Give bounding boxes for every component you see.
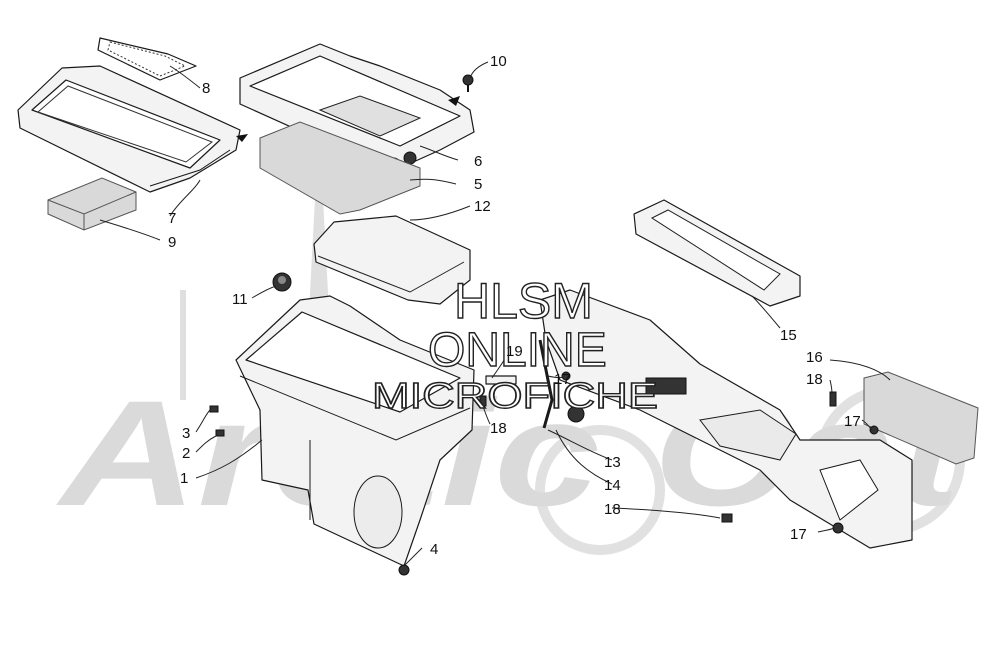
watermark-line-3: MICROFICHE xyxy=(372,375,658,416)
arrow-icon-right xyxy=(448,96,460,106)
part-4-plug xyxy=(398,564,410,576)
callout-7: 7 xyxy=(168,210,176,227)
part-18-screw-b xyxy=(829,391,837,407)
part-17-nut-a xyxy=(869,425,879,435)
callout-5: 5 xyxy=(474,176,482,193)
part-17-nut-b xyxy=(832,522,844,534)
part-1-housing xyxy=(235,295,475,567)
callout-2: 2 xyxy=(182,445,190,462)
callout-13: 13 xyxy=(604,454,621,471)
watermark-spire-left xyxy=(180,290,186,400)
callout-17-a: 17 xyxy=(554,371,571,388)
callout-1: 1 xyxy=(180,470,188,487)
part-14-rod xyxy=(538,339,554,429)
part-14-duct xyxy=(539,289,913,549)
part-9-foam xyxy=(47,177,137,231)
part-17-nut-c xyxy=(561,371,571,381)
callout-18-c: 18 xyxy=(604,501,621,518)
callout-4: 4 xyxy=(430,541,438,558)
callout-14: 14 xyxy=(604,477,621,494)
part-10-rivet xyxy=(462,74,474,92)
callout-18-b: 18 xyxy=(806,371,823,388)
part-18-screw-c xyxy=(721,513,733,523)
part-2-screw xyxy=(215,429,225,437)
callout-16: 16 xyxy=(806,349,823,366)
watermark-line-1: HLSM xyxy=(454,273,593,329)
part-5-foam xyxy=(259,121,421,215)
callout-18-a: 18 xyxy=(490,420,507,437)
callout-3: 3 xyxy=(182,425,190,442)
part-8-screen xyxy=(97,37,197,81)
part-16-foam xyxy=(863,371,979,465)
callout-8: 8 xyxy=(202,80,210,97)
part-6-tray xyxy=(239,43,475,171)
part-12-lid xyxy=(313,215,471,305)
part-11-cap xyxy=(272,272,292,292)
part-3-clip xyxy=(209,405,219,413)
watermark-line-2: ONLINE xyxy=(428,324,607,377)
part-19-bracket xyxy=(485,375,517,385)
callout-17-c: 17 xyxy=(790,526,807,543)
callout-15: 15 xyxy=(780,327,797,344)
part-15-gasket xyxy=(633,199,801,307)
part-7-cover xyxy=(17,65,241,193)
part-13-grommet xyxy=(567,405,585,423)
callouts: 1 2 3 4 5 6 7 8 9 10 11 12 13 14 15 16 1… xyxy=(168,53,861,558)
callout-10: 10 xyxy=(490,53,507,70)
callout-12: 12 xyxy=(474,198,491,215)
callout-17-b: 17 xyxy=(844,413,861,430)
callout-6: 6 xyxy=(474,153,482,170)
callout-9: 9 xyxy=(168,234,176,251)
callout-19: 19 xyxy=(506,343,523,360)
callout-11: 11 xyxy=(232,291,248,308)
watermark-wheel-left xyxy=(535,425,665,555)
leader-lines xyxy=(99,61,891,567)
hlsm-watermark: HLSM ONLINE MICROFICHE xyxy=(371,272,658,416)
arrow-icon-left xyxy=(236,134,248,142)
